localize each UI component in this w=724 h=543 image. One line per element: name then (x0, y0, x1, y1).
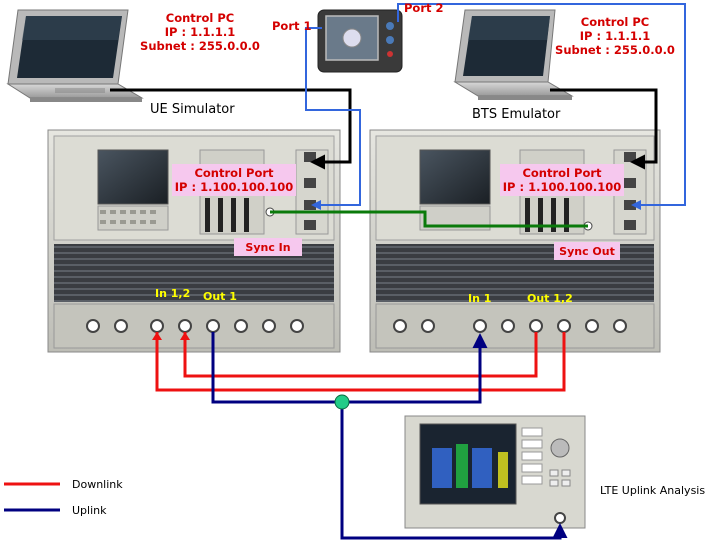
control-pc-right-subnet: Subnet : 255.0.0.0 (555, 43, 675, 57)
downlink-cable-2 (183, 332, 538, 378)
legend: Downlink Uplink (4, 478, 123, 517)
bts-out-label: Out 1,2 (527, 292, 573, 305)
uplink-cable-bts (342, 333, 488, 404)
ue-in-arrow-2 (180, 332, 190, 340)
ue-control-port-title: Control Port (194, 166, 274, 180)
hub-port2-cable (397, 3, 686, 210)
hub-port1-cable (305, 27, 361, 210)
bts-in-label: In 1 (468, 292, 491, 305)
downlink-cable-1 (155, 332, 566, 392)
ethernet-cable-left (110, 88, 352, 170)
ue-out-label: Out 1 (203, 290, 237, 303)
legend-downlink-label: Downlink (72, 478, 123, 491)
ue-in-label: In 1,2 (155, 287, 190, 300)
ue-in-arrow-1 (152, 332, 162, 340)
ue-sync-label: Sync In (245, 241, 290, 254)
bts-emulator-label: BTS Emulator (472, 107, 561, 122)
splitter-junction (334, 394, 350, 410)
uplink-cable-analyzer (340, 402, 568, 540)
analyzer-label: LTE Uplink Analysis (600, 484, 705, 497)
bts-control-port-title: Control Port (522, 166, 602, 180)
ue-control-port-ip: IP : 1.100.100.100 (175, 180, 293, 194)
lte-analyzer (404, 415, 586, 529)
ue-sync-box: Sync In (234, 238, 302, 256)
left-laptop (6, 9, 144, 102)
sync-cable (270, 210, 588, 228)
control-pc-right-title: Control PC (581, 15, 649, 29)
bts-control-port-ip: IP : 1.100.100.100 (503, 180, 621, 194)
ethernet-cable-right (550, 88, 658, 170)
legend-uplink-label: Uplink (72, 504, 107, 517)
control-pc-right-ip: IP : 1.1.1.1 (580, 29, 650, 43)
hub-port2-label: Port 2 (404, 1, 444, 15)
hub-port1-label: Port 1 (272, 19, 312, 33)
uplink-cable-ue (211, 332, 342, 404)
right-laptop (453, 9, 574, 100)
bts-emulator (369, 129, 661, 353)
bts-sync-box: Sync Out (554, 242, 620, 260)
ue-simulator-label: UE Simulator (150, 102, 235, 117)
bts-sync-label: Sync Out (559, 245, 615, 258)
ue-control-port-box: Control Port IP : 1.100.100.100 (172, 164, 296, 196)
control-pc-left-title: Control PC (166, 11, 234, 25)
hub-device (317, 9, 403, 73)
bts-control-port-box: Control Port IP : 1.100.100.100 (500, 164, 624, 196)
control-pc-left-ip: IP : 1.1.1.1 (165, 25, 235, 39)
control-pc-left-subnet: Subnet : 255.0.0.0 (140, 39, 260, 53)
